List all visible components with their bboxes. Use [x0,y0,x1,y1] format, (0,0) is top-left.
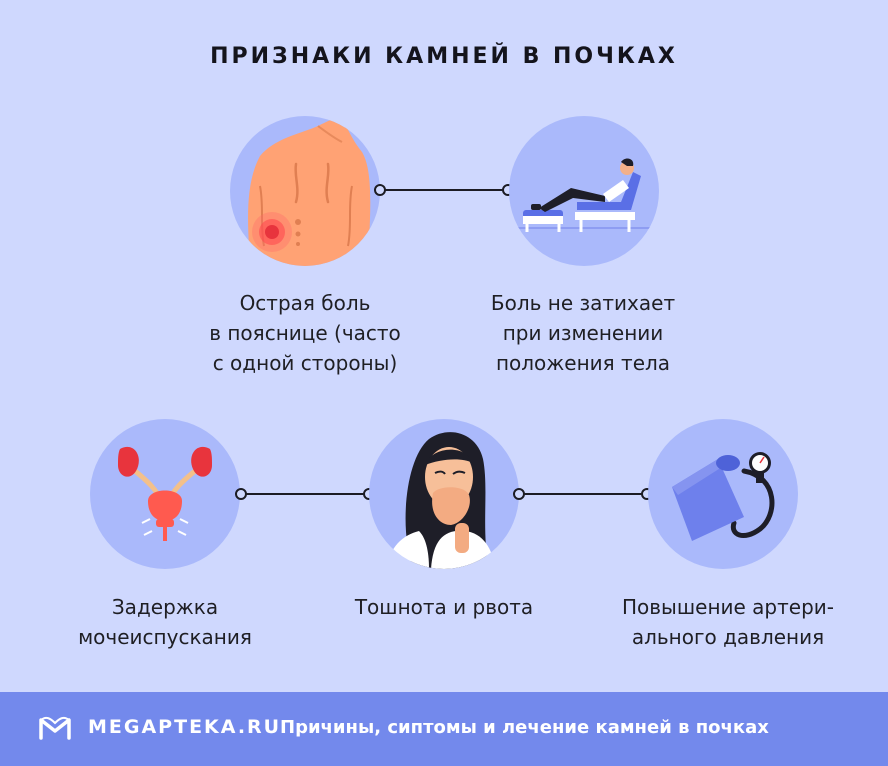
back-pain-icon [248,118,371,266]
symptom-caption-nausea: Тошнота и рвота [354,595,534,619]
connector-bottom-right [513,488,653,500]
footer-bar: MEGAPTEKA.RU Причины, сиптомы и лечение … [0,692,888,766]
symptom-caption-blood-pressure: Повышение артери- ального давления [621,595,834,649]
symptom-circle-urinary [90,419,240,569]
symptom-circle-nausea [369,419,519,569]
footer-headline[interactable]: Причины, сиптомы и лечение камней в почк… [280,717,769,738]
symptom-caption-reclining: Боль не затихает при изменении положения… [490,291,676,375]
connector-dot [235,488,247,500]
urinary-system-icon [118,446,212,541]
blood-pressure-monitor-icon [672,452,775,541]
reclining-person-icon [517,158,654,232]
connector-dot [513,488,525,500]
symptom-caption-back-pain: Острая боль в пояснице (часто с одной ст… [209,291,401,375]
connector-line [380,189,508,191]
symptom-circle-blood-pressure [648,419,798,569]
connector-line [519,493,647,495]
symptom-caption-urinary: Задержка мочеиспускания [78,595,252,649]
nauseous-woman-icon [387,432,495,569]
symptom-circle-back-pain [230,116,380,266]
connector-top [374,184,514,196]
connector-bottom-left [235,488,375,500]
brand-link[interactable]: MEGAPTEKA.RU [88,716,282,738]
connector-dot [374,184,386,196]
connector-line [241,493,369,495]
megapteka-logo-icon[interactable] [38,714,72,742]
symptom-circle-reclining [509,116,659,266]
page-title: ПРИЗНАКИ КАМНЕЙ В ПОЧКАХ [210,44,678,69]
